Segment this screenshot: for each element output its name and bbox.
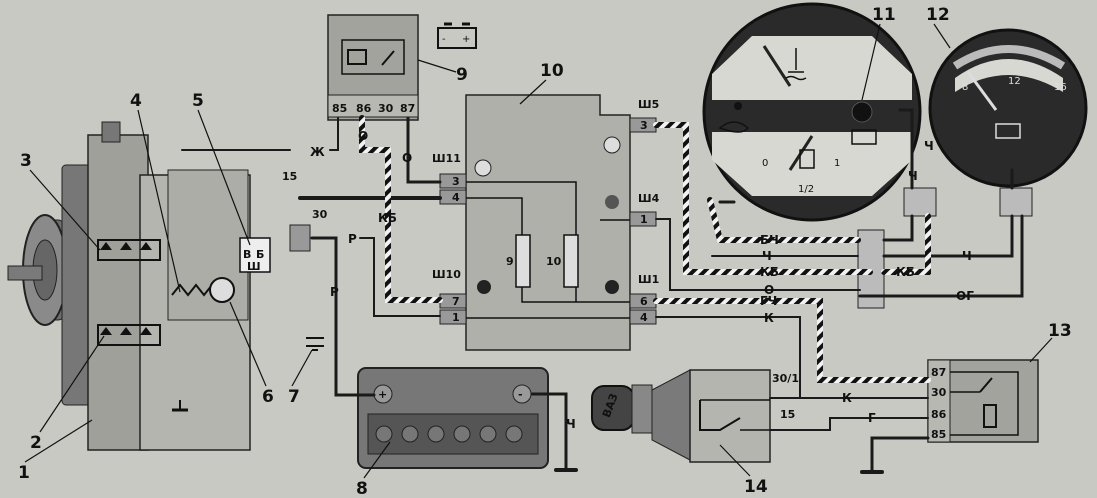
relay9-pin-30: 30 [378,102,394,115]
callout-12: 12 [926,5,950,25]
relay9-pin-85: 85 [332,102,347,115]
callout-9: 9 [456,65,468,85]
callout-14: 14 [744,477,768,497]
gauge11-min: 0 [762,158,768,169]
wire-label-o2: О [402,151,412,165]
wire-label-kb1: КБ [378,211,397,225]
callout-13: 13 [1048,321,1072,341]
switch-terminal-15: 15 [780,408,795,421]
resistor-10-label: 10 [546,255,562,268]
connector-sh5: Ш5 [638,98,659,111]
sh11-pin-3: 3 [452,175,460,188]
gauge11-max: 1 [834,158,840,169]
svg-text:-: - [518,388,523,401]
battery-icon: -+ [437,22,477,49]
relay13-pin-85: 85 [931,428,946,441]
relay13-pin-87: 87 [931,366,946,379]
sh10-pin-7: 7 [452,295,460,308]
relay-13 [927,359,1039,443]
callout-1: 1 [18,463,30,483]
svg-text:+: + [378,388,387,401]
sh10-pin-1: 1 [452,311,460,324]
wire-label-zh: Ж [310,145,325,159]
brush-b2-label: Б [256,248,264,261]
wire-label-g: Г [868,411,876,425]
connector-sh4: Ш4 [638,192,660,205]
wire-label-bch: БЧ [760,233,779,247]
wire-label-o3: О [764,283,774,297]
wire-label-r2: Р [330,285,339,299]
wire-label-ch3: Ч [962,249,972,263]
brush-b-label: В [243,248,251,261]
connector-sh1: Ш1 [638,273,659,286]
gauge-12 [928,28,1088,188]
ignition-switch-14 [591,369,771,463]
wires [181,108,1024,474]
gauge12-scale-8: 8 [962,82,968,93]
wire-label-k1: К [764,311,774,325]
callout-11: 11 [872,5,896,25]
gauge12-scale-16: 16 [1054,82,1067,93]
gauge12-scale-12: 12 [1008,76,1021,87]
wire-label-og: ОГ [956,289,974,303]
battery-8: + - [357,367,549,469]
svg-text:-: - [442,34,446,45]
brush-sh-label: Ш [247,260,261,273]
wire-label-kb3: КБ [896,265,915,279]
callout-10: 10 [540,61,564,81]
wire-label-ch1: Ч [566,417,576,431]
gauge12-connector [999,187,1033,217]
relay13-pin-86: 86 [931,408,947,421]
callout-4: 4 [130,91,142,111]
sh11-pin-4: 4 [452,191,460,204]
wire-label-r1: Р [348,232,357,246]
wire-label-ch2: Ч [762,249,772,263]
wire-label-o1: О [358,129,368,143]
wire-label-ch4: Ч [924,139,934,153]
sh1-pin-4: 4 [640,311,648,324]
svg-text:+: + [462,34,470,45]
callout-7: 7 [288,387,300,407]
gauge11-mid: 1/2 [798,184,814,195]
callout-leaders [24,23,1053,479]
callout-8: 8 [356,479,368,498]
relay9-pin-87: 87 [400,102,415,115]
callout-5: 5 [192,91,204,111]
wire-label-ch5: Ч [908,169,918,183]
connector-sh10: Ш10 [432,268,461,281]
wire-label-kb2: КБ [760,265,779,279]
gauge11-connector [903,187,937,217]
sh4-pin-1: 1 [640,213,648,226]
gauge-11 [702,2,922,222]
resistor-9-label: 9 [506,255,514,268]
wire-label-k2: К [842,391,852,405]
sh1-pin-6: 6 [640,295,648,308]
switch-terminal-30-1: 30/1 [772,372,799,385]
relay13-pin-30: 30 [931,386,947,399]
module-10 [439,94,657,351]
callout-3: 3 [20,151,32,171]
callout-2: 2 [30,433,42,453]
connector-sh11: Ш11 [432,152,461,165]
generator [7,121,324,451]
relay-9 [327,14,419,121]
relay9-pin-86: 86 [356,102,372,115]
sh5-pin-3: 3 [640,119,648,132]
generator-terminal-15: 15 [282,170,297,183]
callout-6: 6 [262,387,274,407]
generator-terminal-30: 30 [312,208,328,221]
wire-label-gch: ГЧ [760,294,777,308]
